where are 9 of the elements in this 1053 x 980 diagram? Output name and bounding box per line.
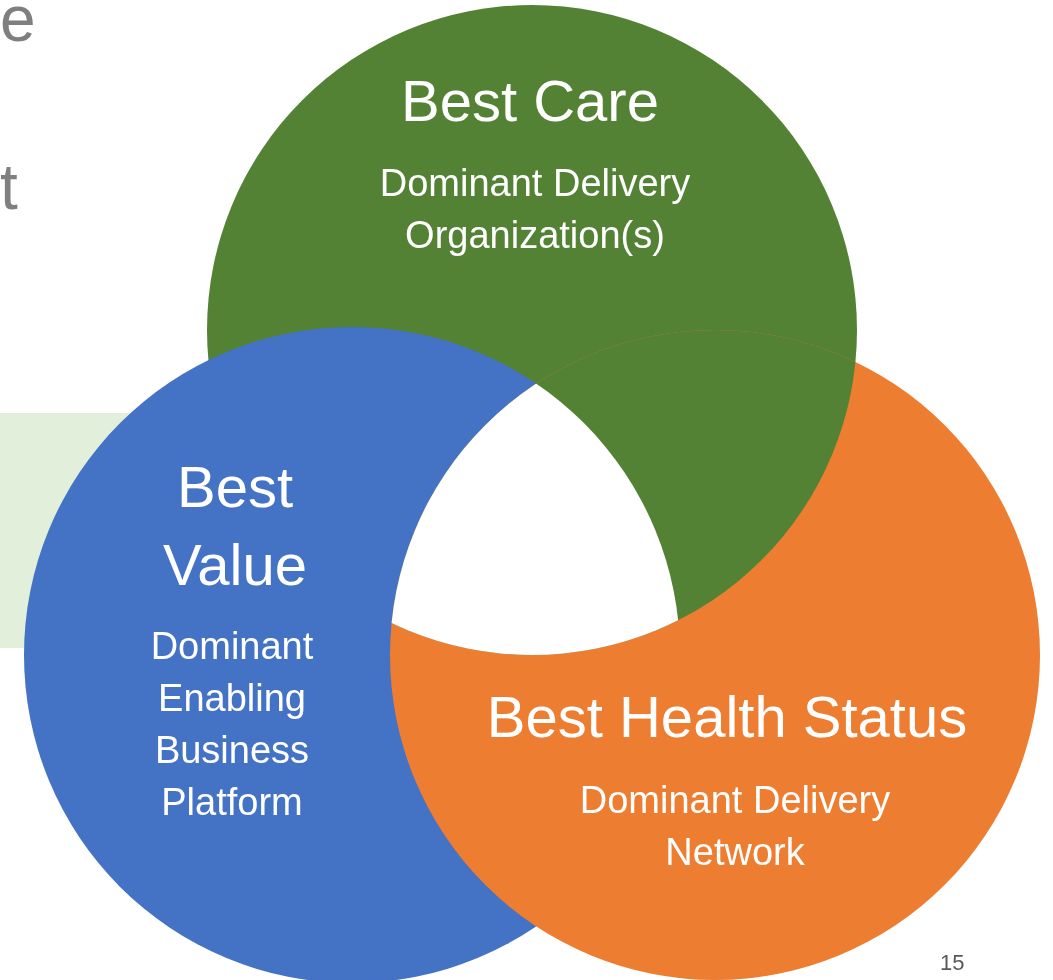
page-number: 15	[940, 950, 965, 976]
circle-heading: Best Care	[400, 68, 660, 134]
heading-fragment: e	[0, 0, 36, 56]
circle-heading: Best Health Status	[485, 684, 969, 750]
circle-description: Dominant Enabling Business Platform	[149, 624, 315, 825]
circle-heading: Best Value	[161, 453, 308, 599]
circle-description: Dominant Delivery Network	[578, 778, 892, 875]
circle-description: Dominant Delivery Organization(s)	[378, 161, 692, 258]
heading-fragment: t	[0, 150, 18, 224]
